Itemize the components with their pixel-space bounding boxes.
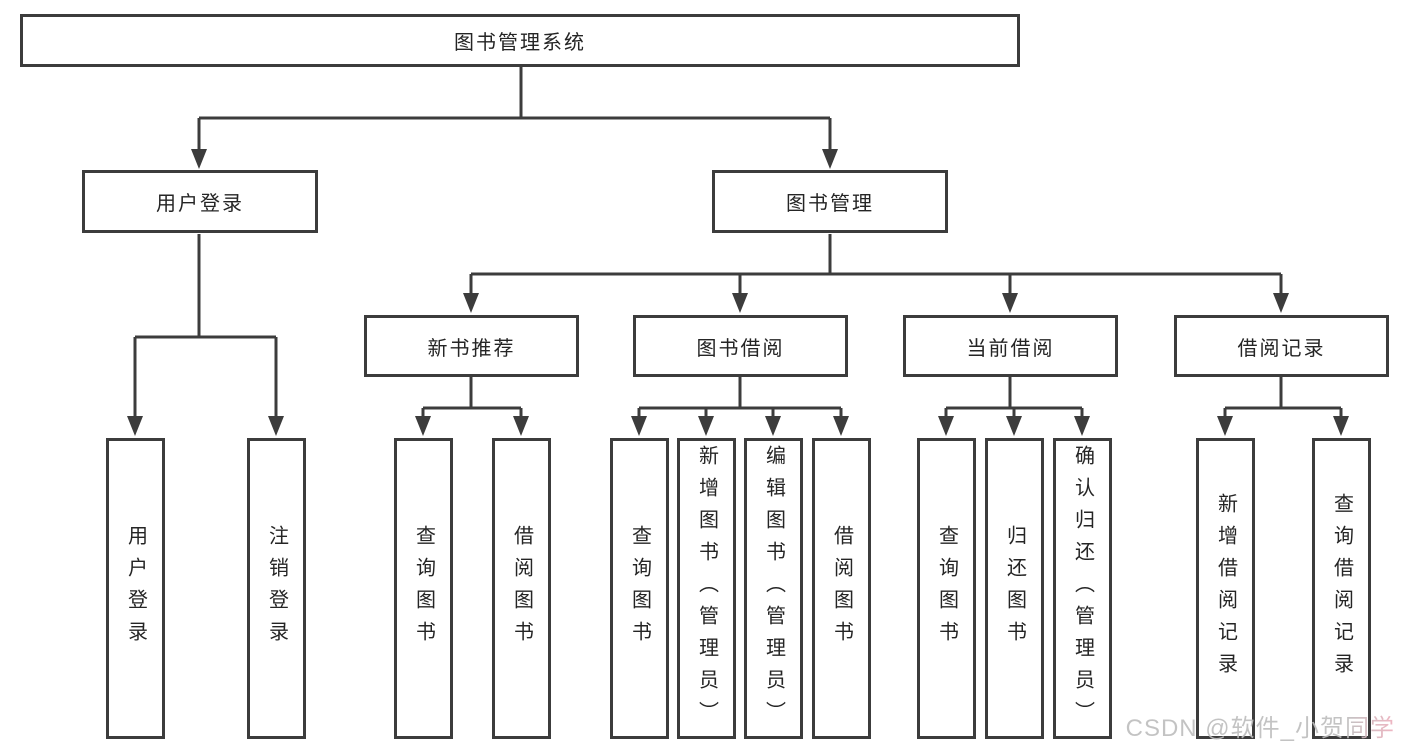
leaf-label: 借阅图书	[510, 524, 533, 653]
leaf-confirm-return-admin: 确认归还（管理员）	[1053, 438, 1112, 739]
connector-bookmgmt-to-level3	[463, 234, 1289, 313]
node-book-management: 图书管理	[712, 170, 948, 233]
node-current-borrow: 当前借阅	[903, 315, 1118, 377]
arrow-down-icon	[463, 293, 1289, 313]
leaf-add-book-admin: 新增图书（管理员）	[677, 438, 736, 739]
leaf-label: 用户登录	[124, 524, 147, 653]
node-library-system: 图书管理系统	[20, 14, 1020, 67]
arrow-down-icon	[1217, 416, 1349, 436]
connector-records-to-leaves	[1217, 377, 1349, 436]
node-label: 图书管理	[786, 193, 874, 215]
connector-root-to-level2	[191, 67, 838, 169]
leaf-query-books-recommend: 查询图书	[394, 438, 453, 739]
node-label: 当前借阅	[966, 337, 1055, 360]
node-label: 新书推荐	[427, 337, 516, 360]
leaf-label: 查询图书	[935, 524, 958, 653]
leaf-label: 查询图书	[628, 524, 651, 653]
leaf-label: 查询图书	[412, 524, 435, 653]
leaf-return-book: 归还图书	[985, 438, 1044, 739]
arrow-down-icon	[127, 416, 284, 436]
node-label: 图书管理系统	[454, 32, 586, 54]
csdn-watermark: CSDN @软件_小贺同学	[1126, 708, 1395, 743]
node-book-borrow: 图书借阅	[633, 315, 848, 377]
leaf-user-login: 用户登录	[106, 438, 165, 739]
connector-line	[197, 67, 832, 150]
leaf-query-books-borrow: 查询图书	[610, 438, 669, 739]
leaf-borrow-book: 借阅图书	[812, 438, 871, 739]
connector-line	[1223, 377, 1343, 417]
connector-recommend-to-leaves	[415, 377, 529, 436]
connector-borrow-to-leaves	[631, 377, 849, 436]
leaf-label: 借阅图书	[830, 524, 853, 653]
leaf-edit-book-admin: 编辑图书（管理员）	[744, 438, 803, 739]
leaf-label: 查询借阅记录	[1330, 492, 1353, 685]
node-borrow-records: 借阅记录	[1174, 315, 1389, 377]
arrow-down-icon	[631, 416, 849, 436]
leaf-label: 新增借阅记录	[1214, 492, 1237, 685]
arrow-down-icon	[415, 416, 529, 436]
node-label: 图书借阅	[696, 337, 785, 360]
leaf-borrow-book-recommend: 借阅图书	[492, 438, 551, 739]
node-new-book-recommend: 新书推荐	[364, 315, 579, 377]
node-user-login: 用户登录	[82, 170, 318, 233]
connector-line	[421, 377, 523, 417]
leaf-query-borrow-record: 查询借阅记录	[1312, 438, 1371, 739]
leaf-label: 确认归还（管理员）	[1071, 444, 1094, 733]
connector-line	[133, 234, 278, 416]
arrow-down-icon	[938, 416, 1090, 436]
connector-line	[944, 377, 1084, 417]
leaf-label: 编辑图书（管理员）	[762, 444, 785, 733]
node-label: 借阅记录	[1237, 337, 1326, 360]
leaf-label: 新增图书（管理员）	[695, 444, 718, 733]
connector-current-to-leaves	[938, 377, 1090, 436]
leaf-query-books-current: 查询图书	[917, 438, 976, 739]
leaf-label: 注销登录	[265, 524, 288, 653]
connector-userlogin-to-leaves	[127, 234, 284, 436]
leaf-logout: 注销登录	[247, 438, 306, 739]
connector-line	[469, 234, 1283, 294]
arrow-down-icon	[191, 149, 838, 169]
leaf-add-borrow-record: 新增借阅记录	[1196, 438, 1255, 739]
connector-line	[637, 377, 843, 417]
node-label: 用户登录	[156, 193, 244, 215]
leaf-label: 归还图书	[1003, 524, 1026, 653]
